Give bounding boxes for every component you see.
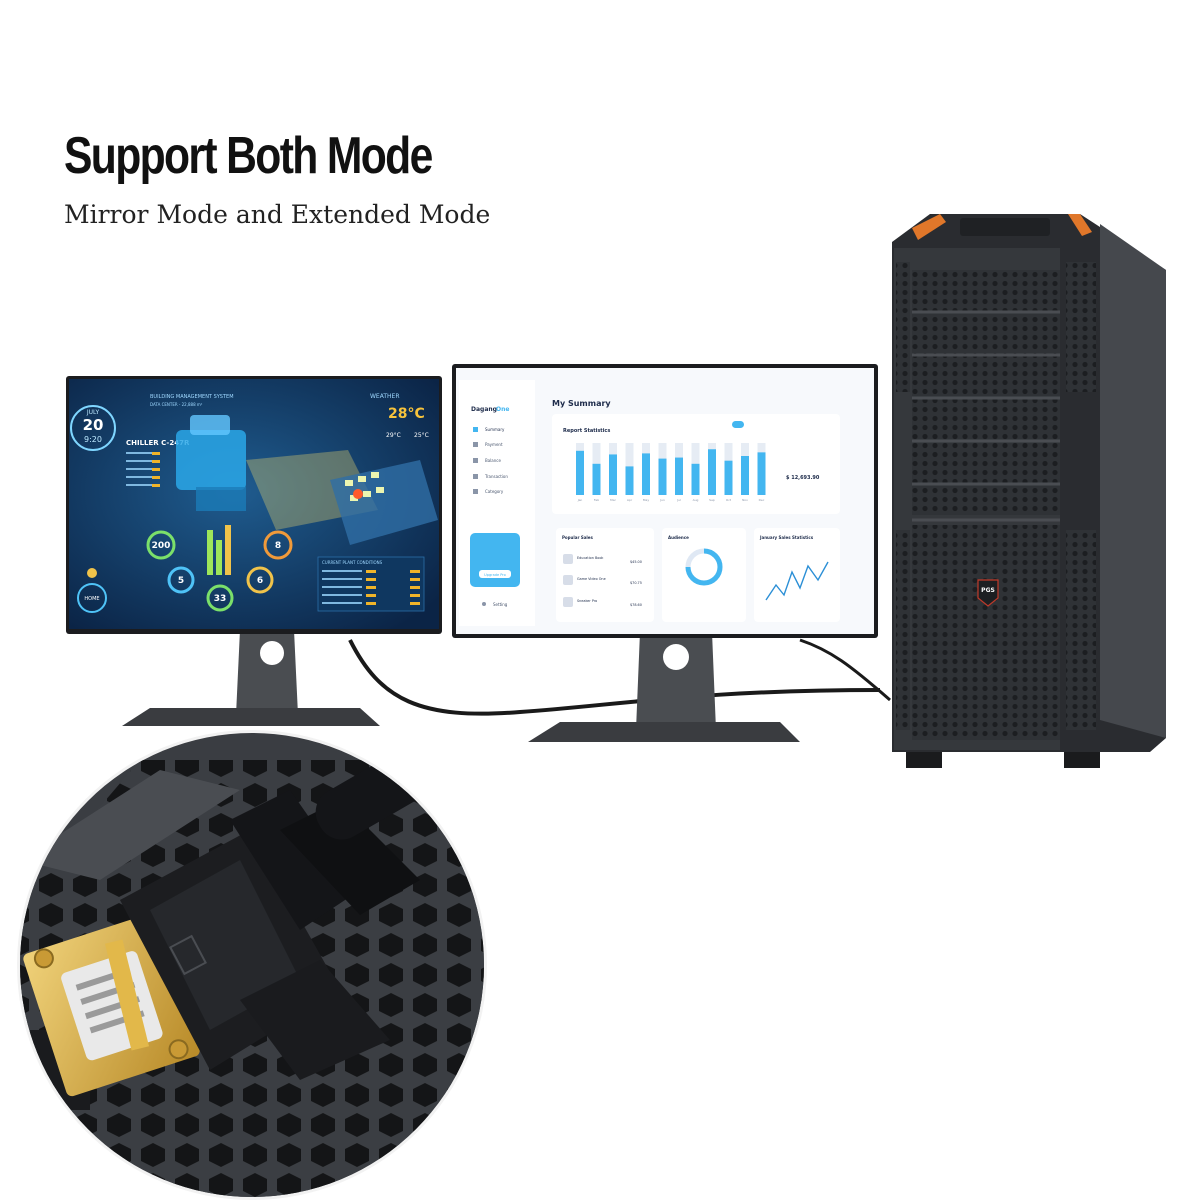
headline: Support Both Mode (64, 127, 433, 185)
right-monitor: Dagang One Summary Payment Balance Trans… (452, 364, 878, 742)
card-title: January Sales Statistics (759, 535, 814, 540)
bar (592, 463, 601, 495)
svg-text:25°C: 25°C (414, 432, 429, 439)
bar (609, 454, 617, 495)
nav-item: Summary (485, 427, 505, 432)
bar (576, 450, 584, 495)
weather-label: WEATHER (370, 393, 400, 400)
gauge-value: 200 (152, 541, 171, 551)
month-label: Aug (693, 498, 699, 502)
svg-text:$78.60: $78.60 (630, 603, 642, 607)
gauge-value: 5 (178, 576, 184, 586)
dvi-connector-closeup (17, 730, 487, 1200)
tower-badge: PGS (981, 587, 995, 594)
chiller-label: CHILLER C-247R (126, 439, 190, 447)
gauge-value: 8 (275, 541, 281, 551)
svg-text:Game Video One: Game Video One (577, 577, 606, 581)
bar (757, 452, 766, 495)
svg-text:DATA CENTER - 22,888 m²: DATA CENTER - 22,888 m² (150, 402, 203, 407)
month-label: Dec (759, 498, 765, 502)
month-label: Mar (610, 498, 616, 502)
month-label: Apr (627, 498, 633, 502)
home-label: HOME (84, 596, 99, 602)
month-label: May (643, 498, 649, 502)
pc-tower: PGS (892, 214, 1166, 768)
bar (691, 463, 700, 495)
bar (642, 453, 650, 495)
nav-item: Balance (485, 458, 501, 463)
month-label: Nov (742, 498, 748, 502)
report-title: Report Statistics (563, 428, 610, 434)
page-title: My Summary (552, 399, 611, 408)
bar (625, 466, 634, 495)
gauge-value: 6 (257, 576, 263, 586)
month-label: Oct (726, 498, 732, 502)
month-label: JULY (86, 409, 100, 416)
bar (658, 458, 667, 495)
svg-text:Setting: Setting (493, 602, 508, 607)
svg-text:Education Book: Education Book (577, 556, 603, 560)
nav-item: Category (485, 489, 504, 494)
svg-text:$70.75: $70.75 (630, 581, 642, 585)
bar (741, 456, 749, 495)
time-label: 9:20 (84, 435, 102, 444)
bar (724, 460, 733, 495)
svg-text:One: One (496, 406, 509, 413)
bar (675, 457, 683, 495)
subheadline: Mirror Mode and Extended Mode (64, 200, 491, 229)
card-title: Popular Sales (562, 535, 593, 540)
month-label: Jan (577, 498, 583, 502)
nav-item: Transaction (484, 474, 508, 479)
svg-text:29°C: 29°C (386, 432, 401, 439)
day-label: 20 (83, 416, 104, 434)
nav-item: Payment (485, 442, 503, 447)
svg-text:BUILDING MANAGEMENT SYSTEM: BUILDING MANAGEMENT SYSTEM (150, 394, 234, 400)
bar (708, 449, 716, 495)
svg-text:Upgrade Pro: Upgrade Pro (484, 573, 506, 577)
left-monitor: JULY 20 9:20 BUILDING MANAGEMENT SYSTEM … (66, 376, 442, 726)
total-value: $ 12,693.90 (786, 475, 820, 481)
app-brand: Dagang (471, 406, 497, 413)
month-label: Jul (676, 498, 681, 502)
svg-text:$45.00: $45.00 (630, 560, 642, 564)
temperature-value: 28°C (388, 406, 425, 422)
report-bar-chart (576, 443, 766, 495)
svg-text:Sneaker Pro: Sneaker Pro (577, 599, 597, 603)
month-label: Jun (659, 498, 665, 502)
month-label: Feb (594, 498, 599, 502)
card-title: Audience (668, 535, 689, 540)
svg-text:CURRENT PLANT CONDITIONS: CURRENT PLANT CONDITIONS (322, 560, 383, 565)
promo-card (470, 533, 520, 587)
gauge-value: 33 (214, 594, 227, 604)
month-label: Sep (709, 498, 715, 502)
